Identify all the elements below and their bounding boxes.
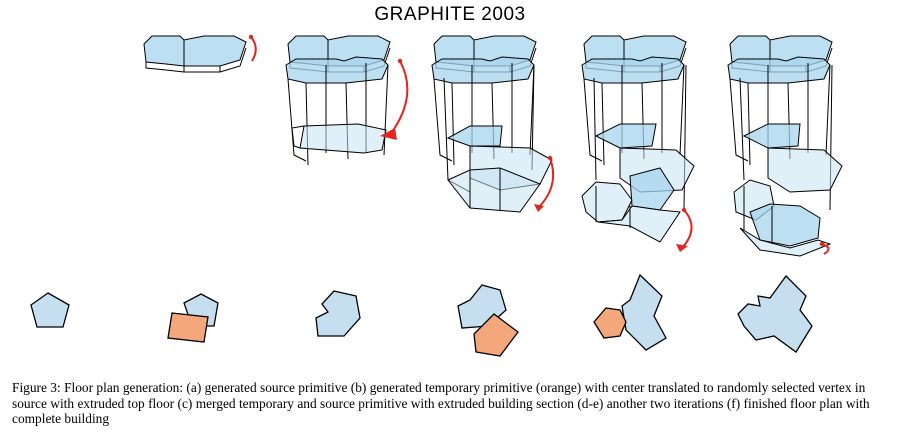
panel-d-building (581, 35, 695, 252)
panel-f-floorplan (737, 275, 813, 353)
panel-e-floorplan (593, 273, 667, 351)
panel-e-building (727, 35, 843, 257)
figure-illustration (30, 34, 843, 357)
page-header-title: GRAPHITE 2003 (374, 4, 526, 25)
panel-b-building (285, 35, 409, 166)
panel-d-floorplan (457, 284, 519, 357)
panel-c-floorplan (315, 290, 361, 337)
panel-a-floorplan (30, 292, 70, 328)
panel-a-building (143, 34, 257, 73)
panel-b-floorplan (167, 293, 219, 343)
panel-c-building (431, 35, 554, 213)
figure-caption: Figure 3: Floor plan generation: (a) gen… (12, 380, 870, 426)
